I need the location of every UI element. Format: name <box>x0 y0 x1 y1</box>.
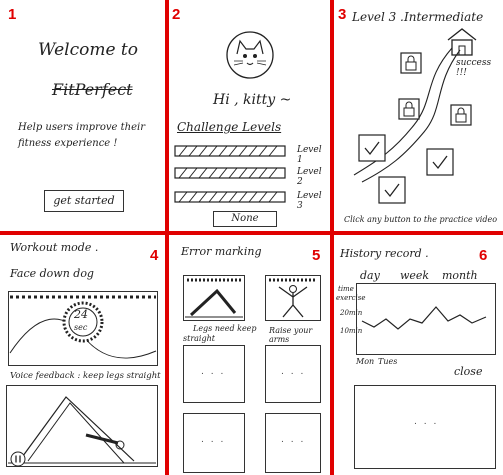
locked-level-1-icon[interactable] <box>400 52 422 74</box>
level-3-progress-bar[interactable] <box>174 191 286 203</box>
panel-number: 6 <box>479 247 488 264</box>
error-caption-1-line-2: straight <box>183 334 215 343</box>
level-1-progress-bar[interactable] <box>174 145 286 157</box>
y-label-exercise: exercise <box>336 294 366 302</box>
panel-welcome: 1 Welcome to FitPerfect Help users impro… <box>0 0 165 231</box>
greeting: Hi , kitty ~ <box>213 92 292 108</box>
error-slot-4[interactable] <box>265 345 321 403</box>
history-details-area <box>354 385 496 469</box>
completed-level-1-icon[interactable] <box>358 134 386 162</box>
panel-level-map: 3 Level 3 . Intermediate success !!! Cli… <box>334 0 503 231</box>
level-3-label: Level 3 <box>297 191 322 211</box>
get-started-label: get started <box>53 194 115 207</box>
y-label-20min: 20min <box>340 309 363 317</box>
tab-month[interactable]: month <box>442 269 478 282</box>
close-button[interactable]: close <box>454 365 483 378</box>
panel-workout: 4 Workout mode . Face down dog 24 sec Vo… <box>0 235 165 475</box>
panel-number: 5 <box>312 247 321 264</box>
timer-value: 24 <box>74 308 88 321</box>
history-line-chart <box>361 306 487 330</box>
footer-hint: Click any button to the practice video <box>344 215 498 224</box>
placeholder-dots: . . . <box>201 367 226 377</box>
success-text: success !!! <box>456 58 492 78</box>
error-caption-2: Raise your arms <box>269 326 313 344</box>
divider-vertical-1 <box>165 0 169 475</box>
none-label: None <box>231 213 259 224</box>
downward-dog-figure <box>8 396 156 464</box>
placeholder-dots: . . . <box>414 417 439 427</box>
error-marking-title: Error marking <box>181 245 262 258</box>
error-slot-5[interactable] <box>183 413 245 473</box>
divider-horizontal <box>0 231 503 235</box>
pose-name: Face down dog <box>10 267 94 280</box>
divider-vertical-2 <box>330 0 334 475</box>
cat-avatar-icon <box>226 31 274 79</box>
level-subtitle: Intermediate <box>404 10 484 24</box>
challenge-levels-heading: Challenge Levels <box>177 120 282 134</box>
welcome-title: Welcome to <box>38 40 138 60</box>
timer-video-area <box>8 291 158 366</box>
level-2-label: Level 2 <box>297 167 322 187</box>
level-1-label: Level 1 <box>297 145 322 165</box>
history-chart-area <box>356 283 496 355</box>
panel-number: 1 <box>8 6 17 23</box>
brand-name: FitPerfect <box>52 80 133 99</box>
panel-number: 3 <box>338 6 347 23</box>
error-thumbnail-2[interactable] <box>265 275 321 321</box>
winding-path <box>353 47 461 183</box>
pose-video-area <box>6 385 158 467</box>
x-label-mon: Mon <box>356 357 375 366</box>
description-line-2: fitness experience ! <box>18 138 118 149</box>
error-thumbnail-1[interactable] <box>183 275 245 321</box>
timer-ring-icon <box>62 301 104 343</box>
panel-levels: 2 Hi , kitty ~ Challenge Levels Level 1 … <box>169 0 330 231</box>
error-caption-1-line-1: Legs need keep <box>193 324 257 333</box>
panel-number: 2 <box>172 6 181 23</box>
tab-week[interactable]: week <box>400 269 430 282</box>
workout-title: Workout mode . <box>10 241 99 254</box>
level-2-progress-bar[interactable] <box>174 167 286 179</box>
error-pose-1-figure <box>185 278 243 318</box>
completed-level-3-icon[interactable] <box>378 176 406 204</box>
panel-number: 4 <box>150 247 159 264</box>
history-title: History record . <box>340 247 429 260</box>
locked-level-3-icon[interactable] <box>450 104 472 126</box>
completed-level-2-icon[interactable] <box>426 148 454 176</box>
panel-error-marking: 5 Error marking Legs need keep straight … <box>169 235 330 475</box>
error-slot-3[interactable] <box>183 345 245 403</box>
panel-history: 6 History record . day week month time e… <box>334 235 503 475</box>
x-label-tues: Tues <box>378 357 398 366</box>
voice-feedback: Voice feedback : keep legs straight <box>10 371 161 381</box>
locked-level-2-icon[interactable] <box>398 98 420 120</box>
error-pose-2-figure <box>269 278 317 318</box>
none-button[interactable]: None <box>213 211 277 227</box>
tab-day[interactable]: day <box>360 269 380 282</box>
y-label-time: time <box>338 285 354 293</box>
placeholder-dots: . . . <box>281 435 306 445</box>
timer-unit: sec <box>74 323 88 332</box>
get-started-button[interactable]: get started <box>44 190 124 212</box>
pause-button-icon[interactable] <box>10 451 26 467</box>
error-slot-6[interactable] <box>265 413 321 473</box>
y-label-10min: 10min <box>340 327 363 335</box>
description-line-1: Help users improve their <box>18 122 145 133</box>
placeholder-dots: . . . <box>281 367 306 377</box>
level-title: Level 3 . <box>352 10 404 24</box>
placeholder-dots: . . . <box>201 435 226 445</box>
